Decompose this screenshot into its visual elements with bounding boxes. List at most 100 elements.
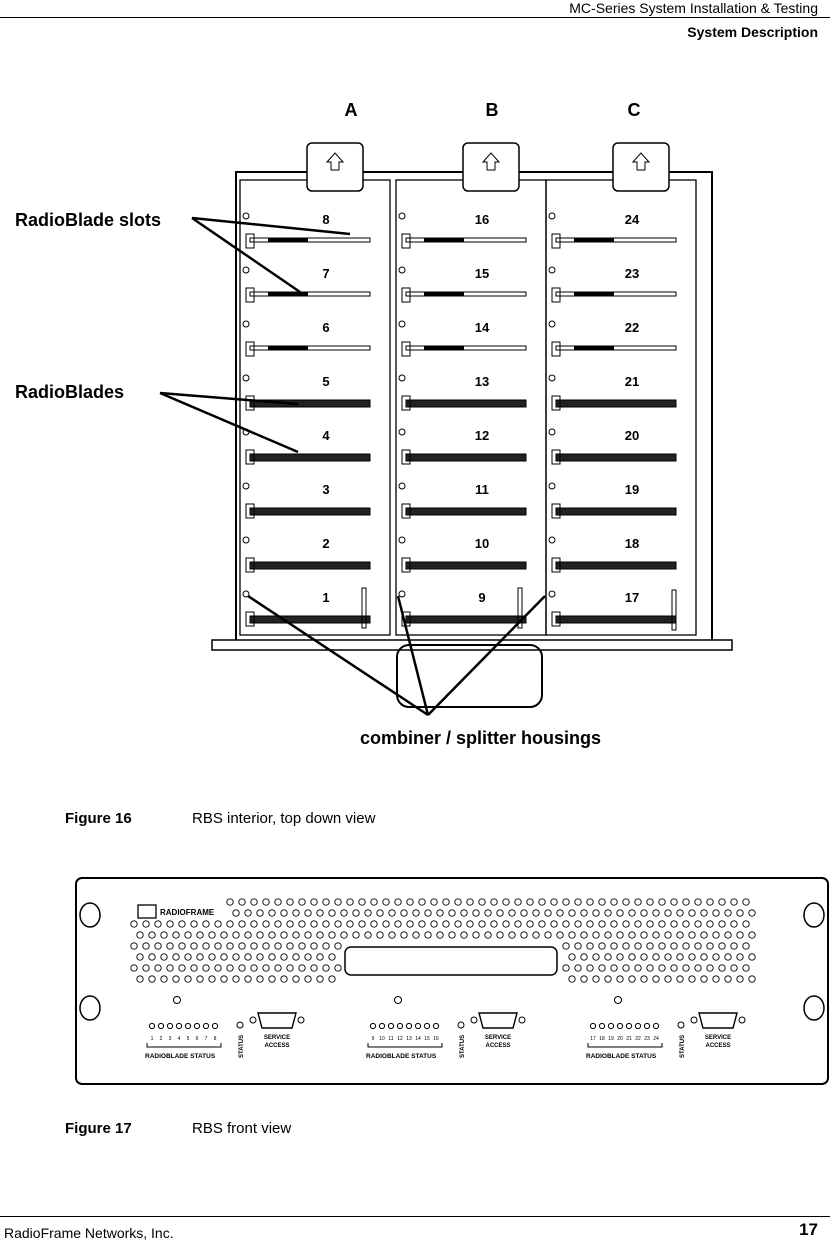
footer-company: RadioFrame Networks, Inc. [4, 1225, 174, 1241]
radioblade-status-label: RADIOBLADE STATUS [366, 1053, 437, 1060]
vent-hole [142, 964, 150, 972]
slot-number: 7 [322, 266, 329, 281]
radioblade-slot [249, 507, 371, 516]
slot-connector [268, 292, 308, 296]
figure-16-text: RBS interior, top down view [192, 810, 376, 827]
vent-hole [478, 920, 486, 928]
radioblade-slot [249, 561, 371, 570]
vent-hole [628, 975, 636, 983]
radioblade-status-label: RADIOBLADE STATUS [586, 1053, 657, 1060]
vent-hole [136, 931, 144, 939]
vent-hole [658, 920, 666, 928]
vent-hole [616, 975, 624, 983]
vent-hole [748, 931, 756, 939]
vent-hole [220, 931, 228, 939]
vent-hole [634, 964, 642, 972]
slot-number: 20 [625, 428, 639, 443]
vent-hole [556, 931, 564, 939]
vent-hole [736, 909, 744, 917]
combiner-splitter-housing [671, 589, 677, 631]
slot-connector [268, 346, 308, 350]
vent-hole [160, 975, 168, 983]
leader-line [427, 595, 546, 716]
vent-hole [328, 931, 336, 939]
vent-hole [640, 909, 648, 917]
vent-hole [364, 931, 372, 939]
vent-hole [616, 931, 624, 939]
slot-latch [401, 341, 411, 357]
vent-hole [220, 975, 228, 983]
vent-hole [574, 942, 582, 950]
vent-hole [232, 953, 240, 961]
vent-hole [346, 898, 354, 906]
vent-hole [508, 931, 516, 939]
vent-hole [502, 898, 510, 906]
slot-number: 10 [475, 536, 489, 551]
vent-hole [250, 942, 258, 950]
vent-hole [592, 953, 600, 961]
vent-hole [610, 942, 618, 950]
led-number: 22 [635, 1036, 641, 1042]
vent-hole [226, 920, 234, 928]
vent-hole [238, 898, 246, 906]
up-arrow-icon [325, 152, 345, 171]
vent-hole [484, 909, 492, 917]
vent-hole [232, 931, 240, 939]
rack-mount-hole [79, 995, 101, 1021]
mounting-screw [548, 536, 556, 544]
vent-hole [700, 931, 708, 939]
vent-hole [610, 898, 618, 906]
vent-hole [514, 920, 522, 928]
radioblade-slot [249, 453, 371, 462]
status-bracket [146, 1043, 222, 1048]
vent-hole [580, 931, 588, 939]
vent-hole [472, 909, 480, 917]
vent-hole [508, 909, 516, 917]
slot-connector [424, 238, 464, 242]
vent-hole [724, 953, 732, 961]
rack-mount-hole [79, 902, 101, 928]
vent-hole [160, 931, 168, 939]
rack-mount-hole [803, 902, 825, 928]
vent-hole [442, 920, 450, 928]
vent-hole [178, 942, 186, 950]
vent-hole [694, 942, 702, 950]
vent-hole [622, 942, 630, 950]
radioblade-slot [405, 507, 527, 516]
vent-hole [706, 898, 714, 906]
vent-hole [682, 964, 690, 972]
radioblade-slot [249, 291, 371, 297]
vent-hole [328, 909, 336, 917]
led-number: 20 [617, 1036, 623, 1042]
vent-hole [580, 909, 588, 917]
vent-hole [562, 964, 570, 972]
slot-number: 16 [475, 212, 489, 227]
vent-hole [130, 942, 138, 950]
vent-hole [718, 942, 726, 950]
vent-hole [670, 920, 678, 928]
slot-latch [401, 287, 411, 303]
vent-hole [328, 953, 336, 961]
vent-hole [664, 953, 672, 961]
mounting-screw [548, 266, 556, 274]
vent-hole [388, 909, 396, 917]
slot-latch [401, 233, 411, 249]
vent-hole [676, 975, 684, 983]
vent-hole [352, 909, 360, 917]
vent-hole [418, 920, 426, 928]
vent-hole [682, 898, 690, 906]
display-window [344, 946, 558, 976]
combiner-splitter-housing [361, 587, 367, 629]
slot-number: 13 [475, 374, 489, 389]
vent-hole [682, 942, 690, 950]
vent-hole [286, 920, 294, 928]
radioblade-slot [405, 291, 527, 297]
radioblade-status-led [175, 1022, 183, 1030]
vent-hole [244, 975, 252, 983]
radioblade-status-led [396, 1022, 404, 1030]
vent-hole [424, 909, 432, 917]
vent-hole [130, 920, 138, 928]
status-label: STATUS [239, 1035, 245, 1058]
radioblade-status-led [184, 1022, 192, 1030]
service-label: SERVICE [264, 1035, 290, 1041]
